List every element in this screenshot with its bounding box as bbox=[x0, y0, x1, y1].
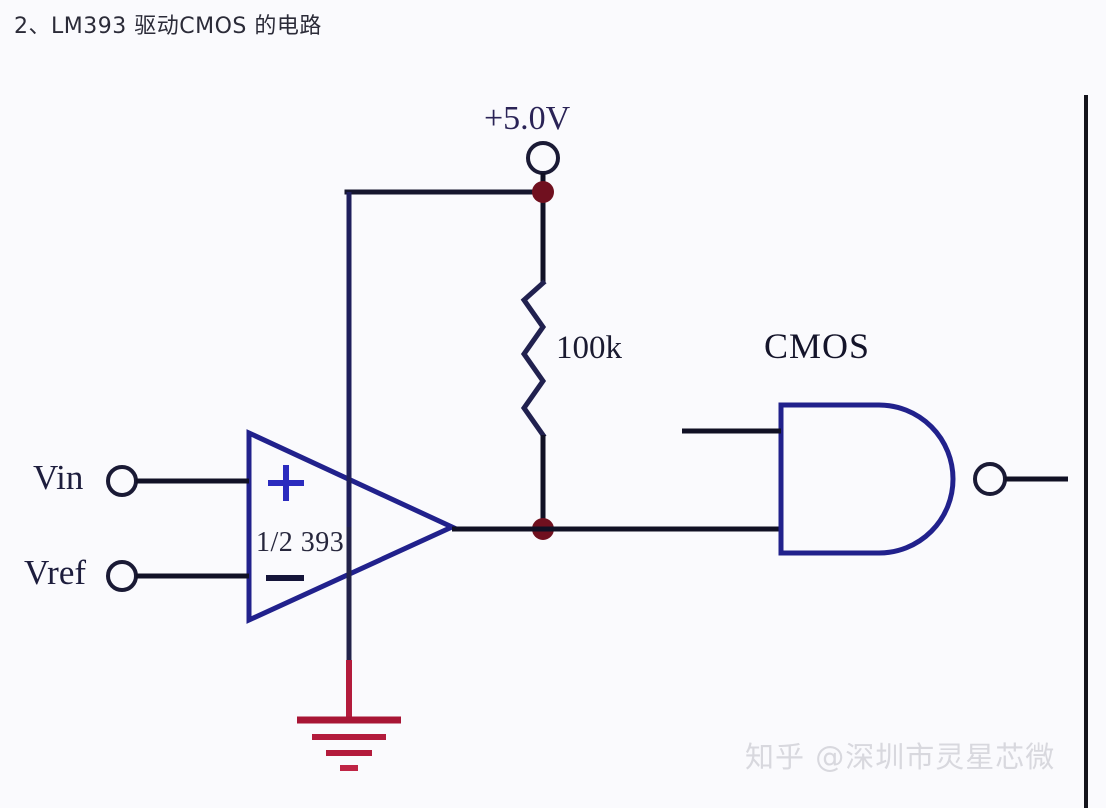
cmos-gate-label: CMOS bbox=[764, 326, 871, 366]
junction-dot-vcc bbox=[532, 181, 554, 203]
nand-gate-inversion-bubble bbox=[973, 462, 1007, 496]
comparator-plus-symbol bbox=[268, 465, 304, 501]
supply-voltage-label: +5.0V bbox=[484, 100, 571, 137]
vref-label: Vref bbox=[24, 553, 87, 592]
comparator-part-label: 1/2 393 bbox=[256, 527, 345, 558]
vin-label: Vin bbox=[33, 458, 84, 497]
watermark: 知乎 @深圳市灵星芯微 bbox=[745, 740, 1056, 774]
supply-terminal-circle bbox=[526, 141, 560, 175]
nand-gate-body bbox=[778, 402, 956, 556]
ground-symbol bbox=[297, 716, 401, 771]
vref-terminal-circle bbox=[106, 560, 138, 592]
vin-terminal-circle bbox=[106, 465, 138, 497]
page-title: 2、LM393 驱动CMOS 的电路 bbox=[14, 14, 322, 39]
resistor-zigzag bbox=[520, 279, 547, 439]
resistor-value-label: 100k bbox=[556, 330, 622, 366]
